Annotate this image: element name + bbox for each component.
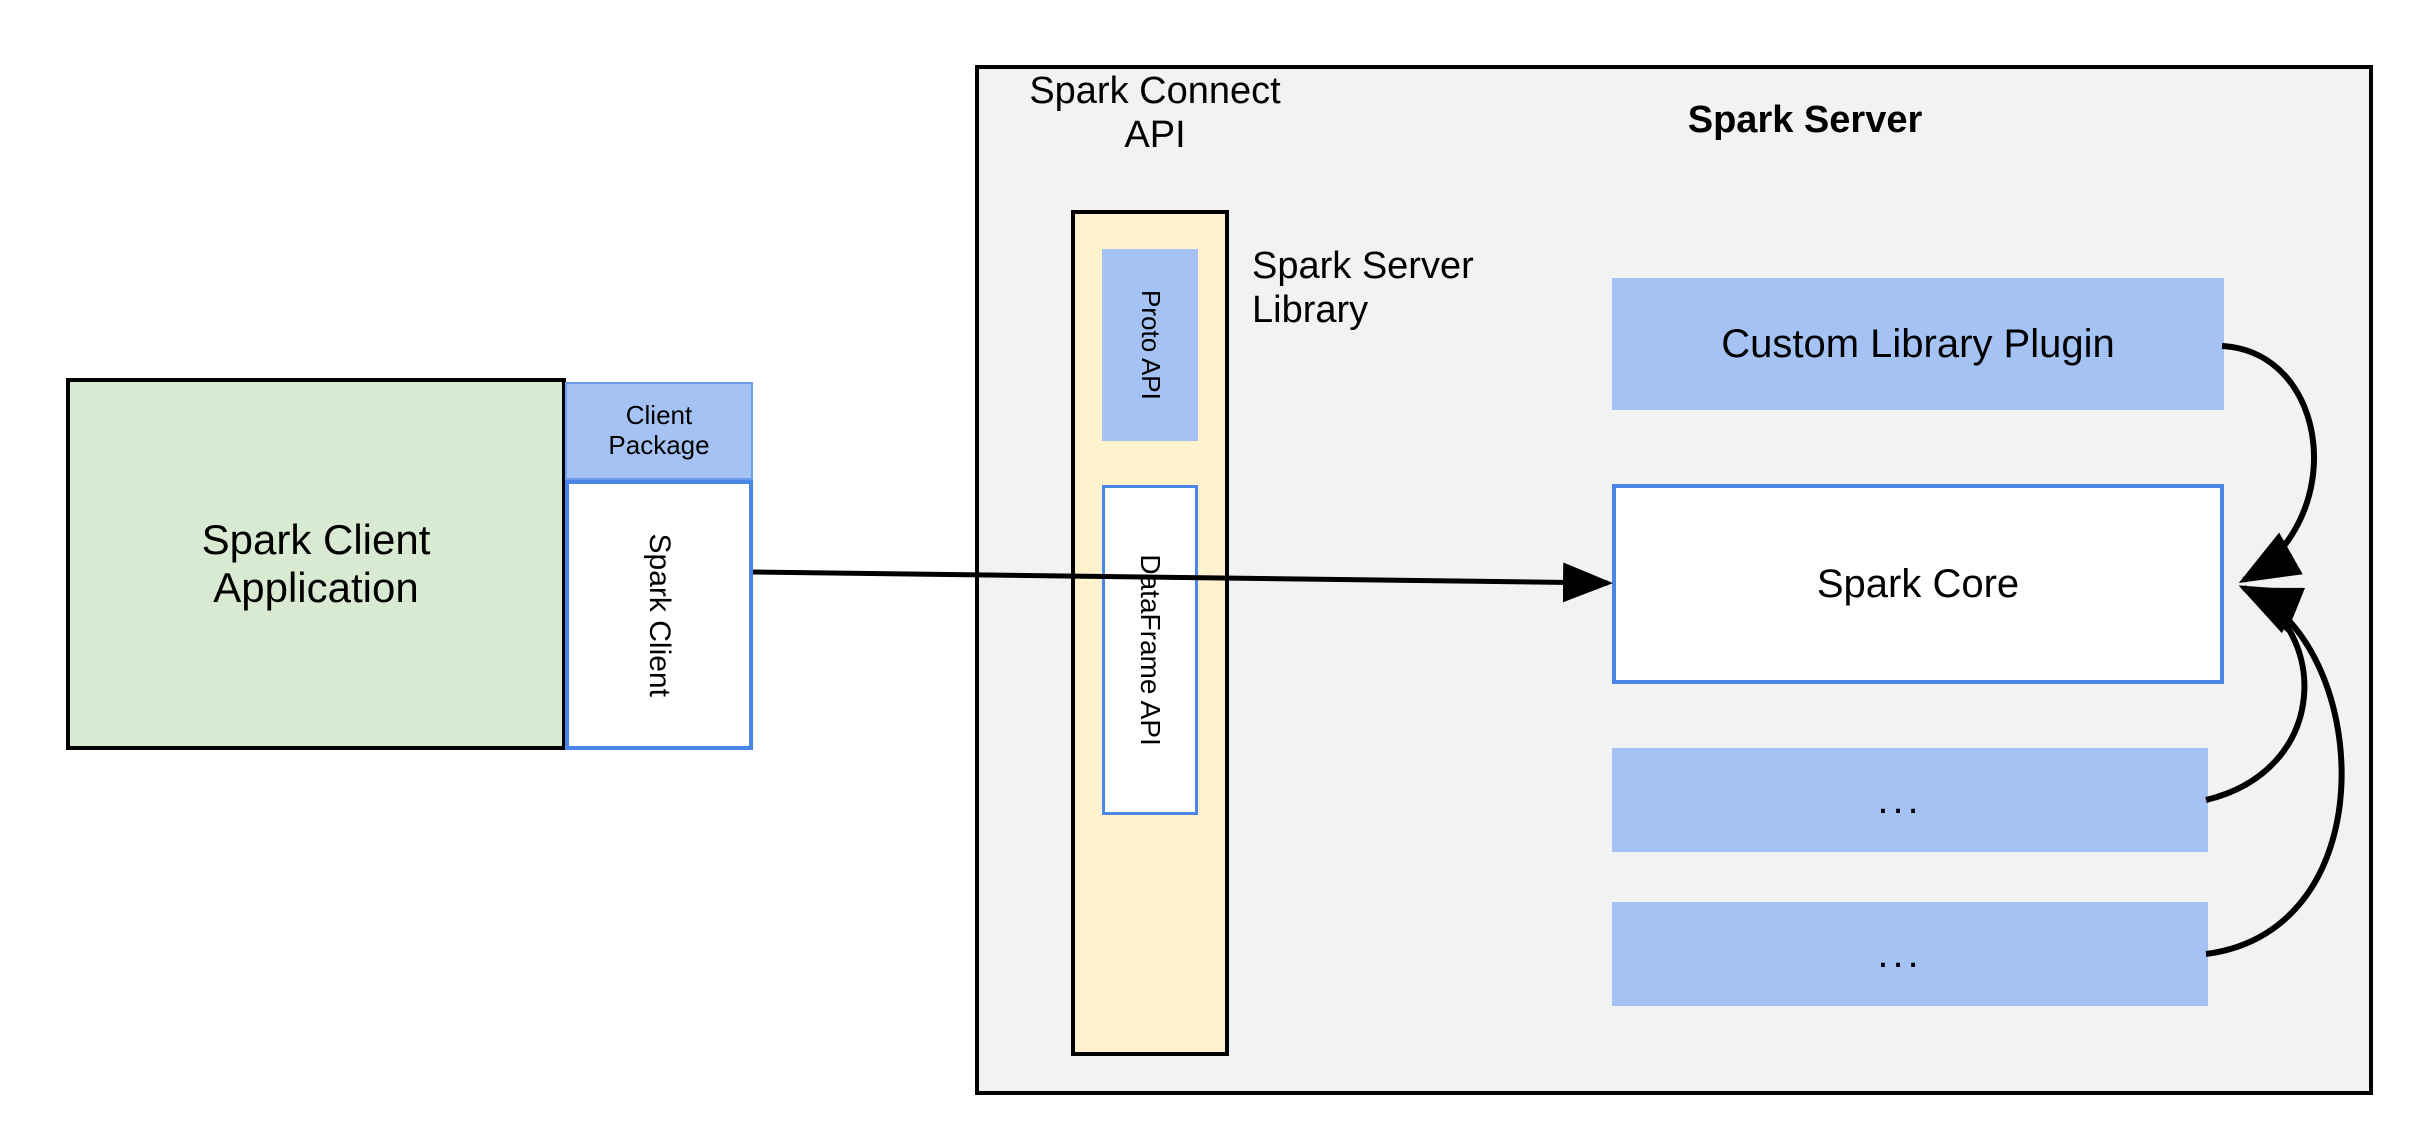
proto-api-box[interactable]: Proto API <box>1102 249 1198 441</box>
spark-core-box[interactable]: Spark Core <box>1612 484 2224 684</box>
dataframe-api-label: DataFrame API <box>1135 554 1167 746</box>
spark-connect-api-line1: Spark Connect <box>1029 70 1281 112</box>
spark-server-library-line2: Library <box>1252 288 1369 331</box>
placeholder-component-box-2[interactable]: ... <box>1612 902 2208 1006</box>
placeholder-component-box-1[interactable]: ... <box>1612 748 2208 852</box>
spark-server-title: Spark Server <box>1687 99 1923 142</box>
spark-server-library-line1: Spark Server <box>1252 245 1474 287</box>
client-package-line1: Client <box>625 400 693 431</box>
ellipsis-label-2: ... <box>1877 932 1923 976</box>
custom-library-plugin-box[interactable]: Custom Library Plugin <box>1612 278 2224 410</box>
spark-connect-api-line2: API <box>1124 113 1186 156</box>
client-package-line2: Package <box>608 430 710 460</box>
spark-client-application-line2: Application <box>213 564 419 611</box>
spark-client-application-box[interactable]: Spark Client Application <box>66 378 566 750</box>
proto-api-label: Proto API <box>1135 290 1166 400</box>
spark-server-library-label: Spark Server Library <box>1252 245 1552 335</box>
spark-client-application-line1: Spark Client <box>201 515 431 563</box>
client-package-box[interactable]: Client Package <box>565 382 753 480</box>
spark-connect-api-label: Spark Connect API <box>1010 70 1300 160</box>
spark-client-label: Spark Client <box>643 533 677 697</box>
dataframe-api-box[interactable]: DataFrame API <box>1102 485 1198 815</box>
spark-client-box[interactable]: Spark Client <box>565 480 753 750</box>
ellipsis-label-1: ... <box>1877 778 1923 822</box>
